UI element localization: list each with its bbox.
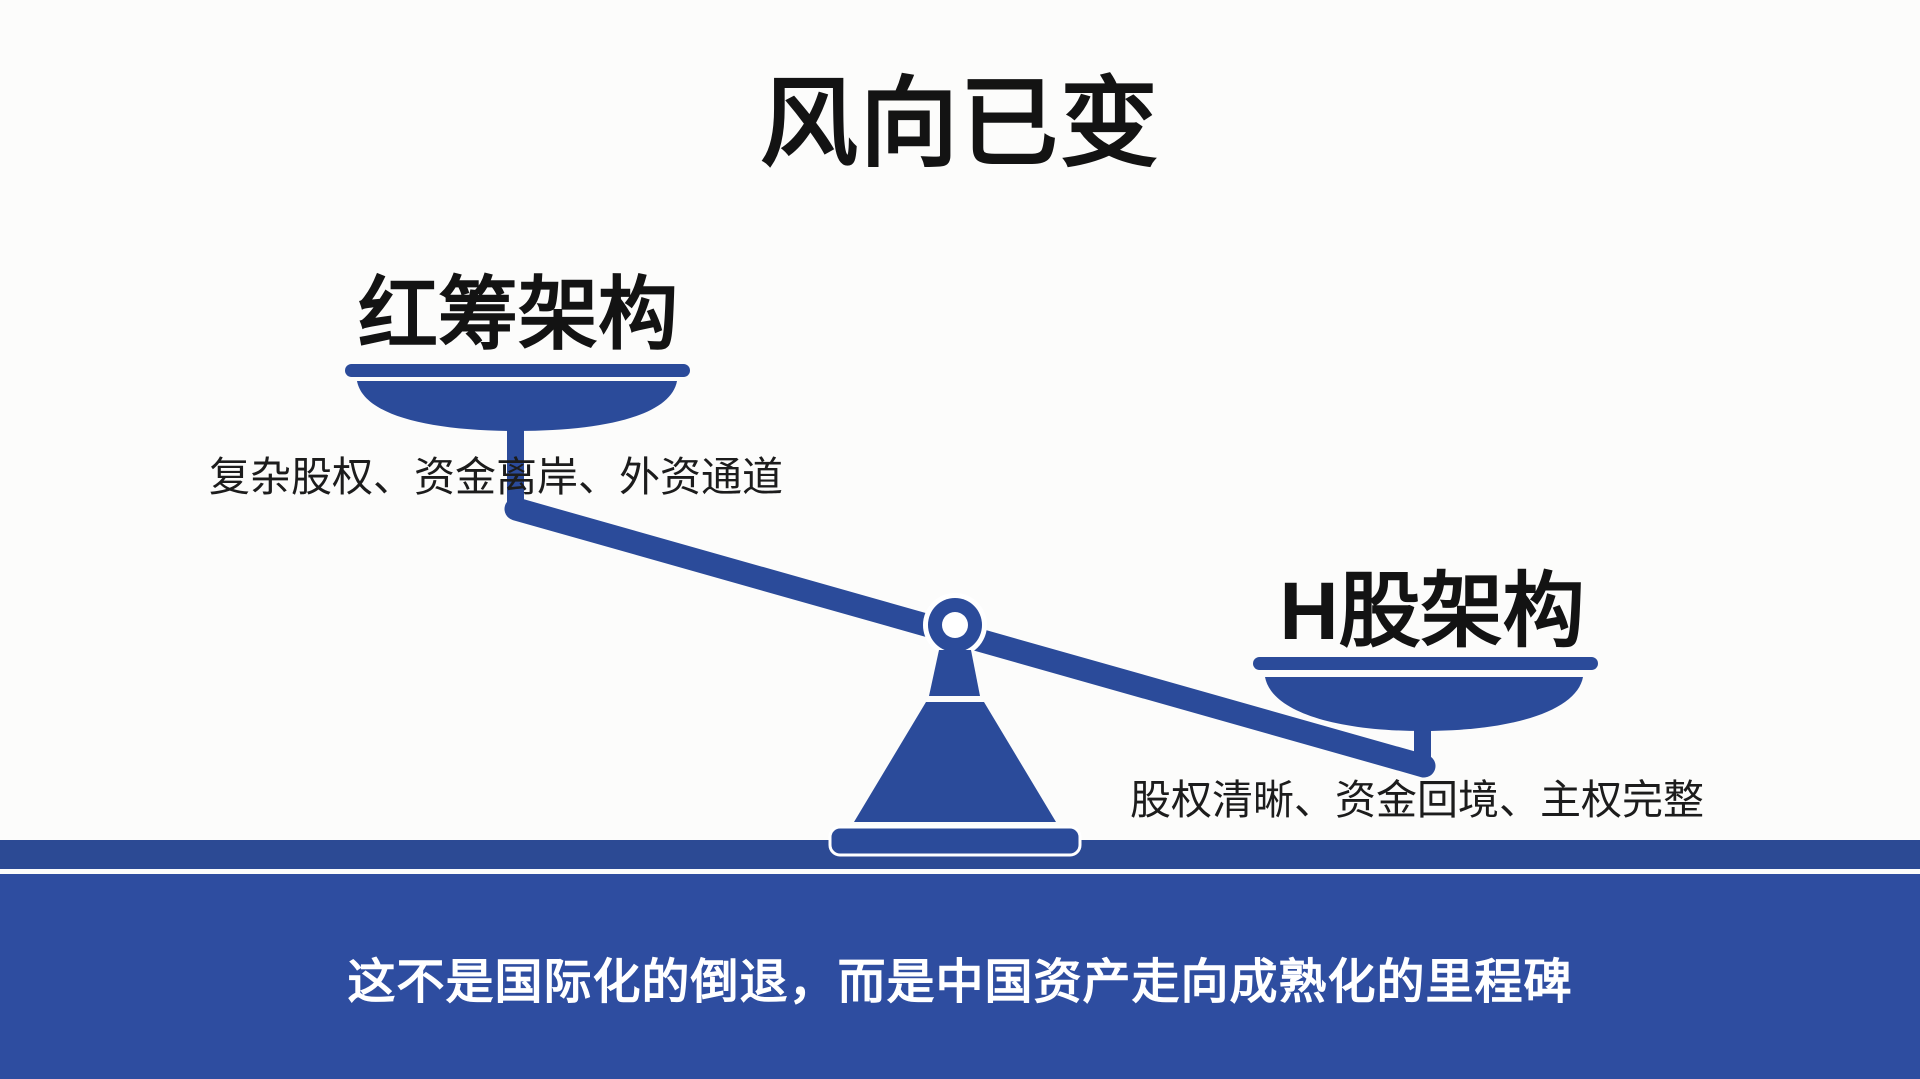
right-pan-bowl <box>1265 677 1583 731</box>
fulcrum-triangle <box>854 702 1056 822</box>
right-pan-bar <box>1253 657 1598 670</box>
fulcrum-neck <box>929 650 980 696</box>
banner-text: 这不是国际化的倒退，而是中国资产走向成熟化的里程碑 <box>347 955 1573 1009</box>
left-pan-stem <box>507 420 524 508</box>
left-structure-label: 红筹架构 <box>358 270 678 359</box>
left-structure-description: 复杂股权、资金离岸、外资通道 <box>209 454 783 500</box>
left-pan-bar <box>345 364 690 377</box>
right-structure-label: H股架构 <box>1279 566 1585 657</box>
pivot-hole <box>942 612 968 638</box>
left-pan-bowl <box>357 381 677 431</box>
right-structure-description: 股权清晰、资金回境、主权完整 <box>1130 777 1704 823</box>
bottom-banner: 这不是国际化的倒退，而是中国资产走向成熟化的里程碑 <box>0 874 1920 1079</box>
right-pan-stem <box>1414 726 1431 774</box>
page-title: 风向已变 <box>759 68 1160 178</box>
fulcrum-base <box>828 825 1082 857</box>
